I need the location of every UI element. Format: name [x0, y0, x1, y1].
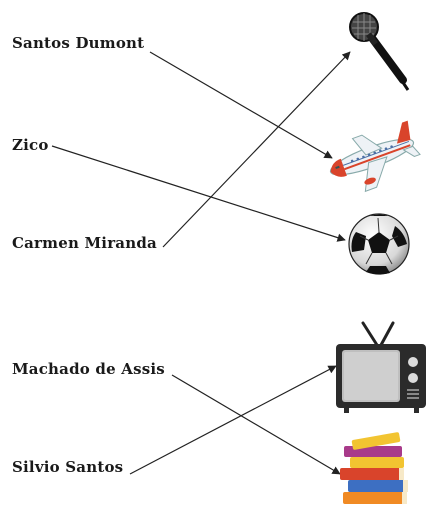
- connector-silvio-tv: [129, 365, 337, 475]
- label-silvio-santos: Silvio Santos: [12, 458, 124, 476]
- label-zico: Zico: [12, 136, 49, 154]
- connector-zico-ball: [51, 145, 346, 242]
- soccer-ball-icon: [348, 213, 410, 275]
- label-santos-dumont: Santos Dumont: [12, 34, 145, 52]
- connector-machado-books: [171, 374, 341, 475]
- microphone-icon: [349, 12, 410, 91]
- television-icon: [336, 321, 426, 413]
- airplane-icon: [329, 120, 421, 193]
- label-machado-de-assis: Machado de Assis: [12, 360, 165, 378]
- books-icon: [340, 432, 408, 504]
- label-carmen-miranda: Carmen Miranda: [12, 234, 157, 252]
- connector-carmen-microphone: [162, 51, 351, 248]
- connector-santos-airplane: [149, 51, 333, 159]
